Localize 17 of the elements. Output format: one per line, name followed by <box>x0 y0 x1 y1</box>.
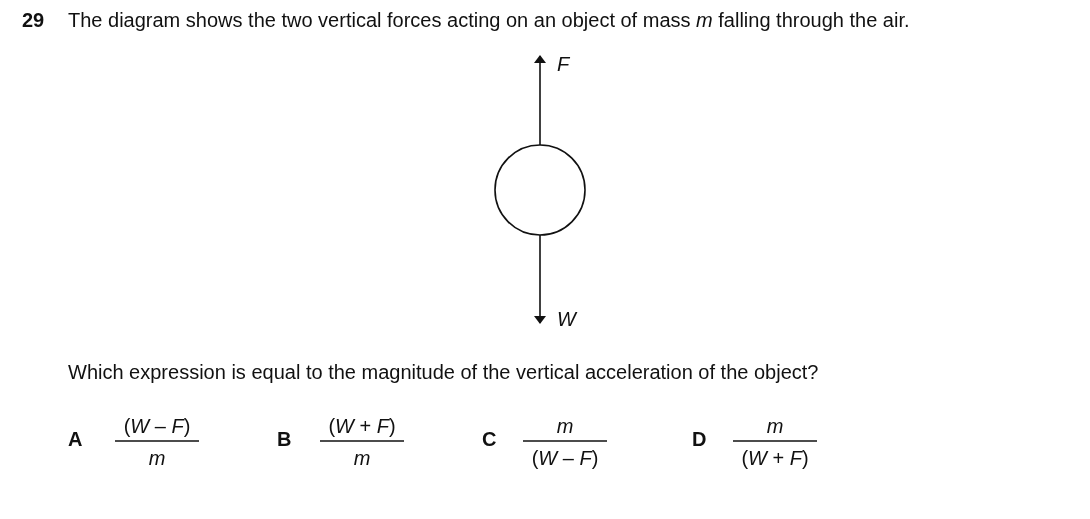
numerator: (W – F) <box>123 414 191 438</box>
denominator: (W + F) <box>741 446 809 470</box>
question-text: Which expression is equal to the magnitude of the vertical acceleration of the object? <box>68 360 819 384</box>
force-label: W <box>557 307 576 331</box>
force-label: F <box>557 52 570 76</box>
option-letter: C <box>482 427 497 451</box>
numerator: (W + F) <box>328 414 396 438</box>
option-letter: A <box>68 427 83 451</box>
question-text: The diagram shows the two vertical forces acting on an object of mass m falling through the air. <box>68 8 910 32</box>
denominator: m <box>353 446 371 470</box>
numerator: m <box>556 414 574 438</box>
option-letter: B <box>277 427 292 451</box>
denominator: m <box>148 446 166 470</box>
numerator: m <box>766 414 784 438</box>
option-letter: D <box>692 427 707 451</box>
denominator: (W – F) <box>531 446 599 470</box>
question-number: 29 <box>22 8 45 32</box>
